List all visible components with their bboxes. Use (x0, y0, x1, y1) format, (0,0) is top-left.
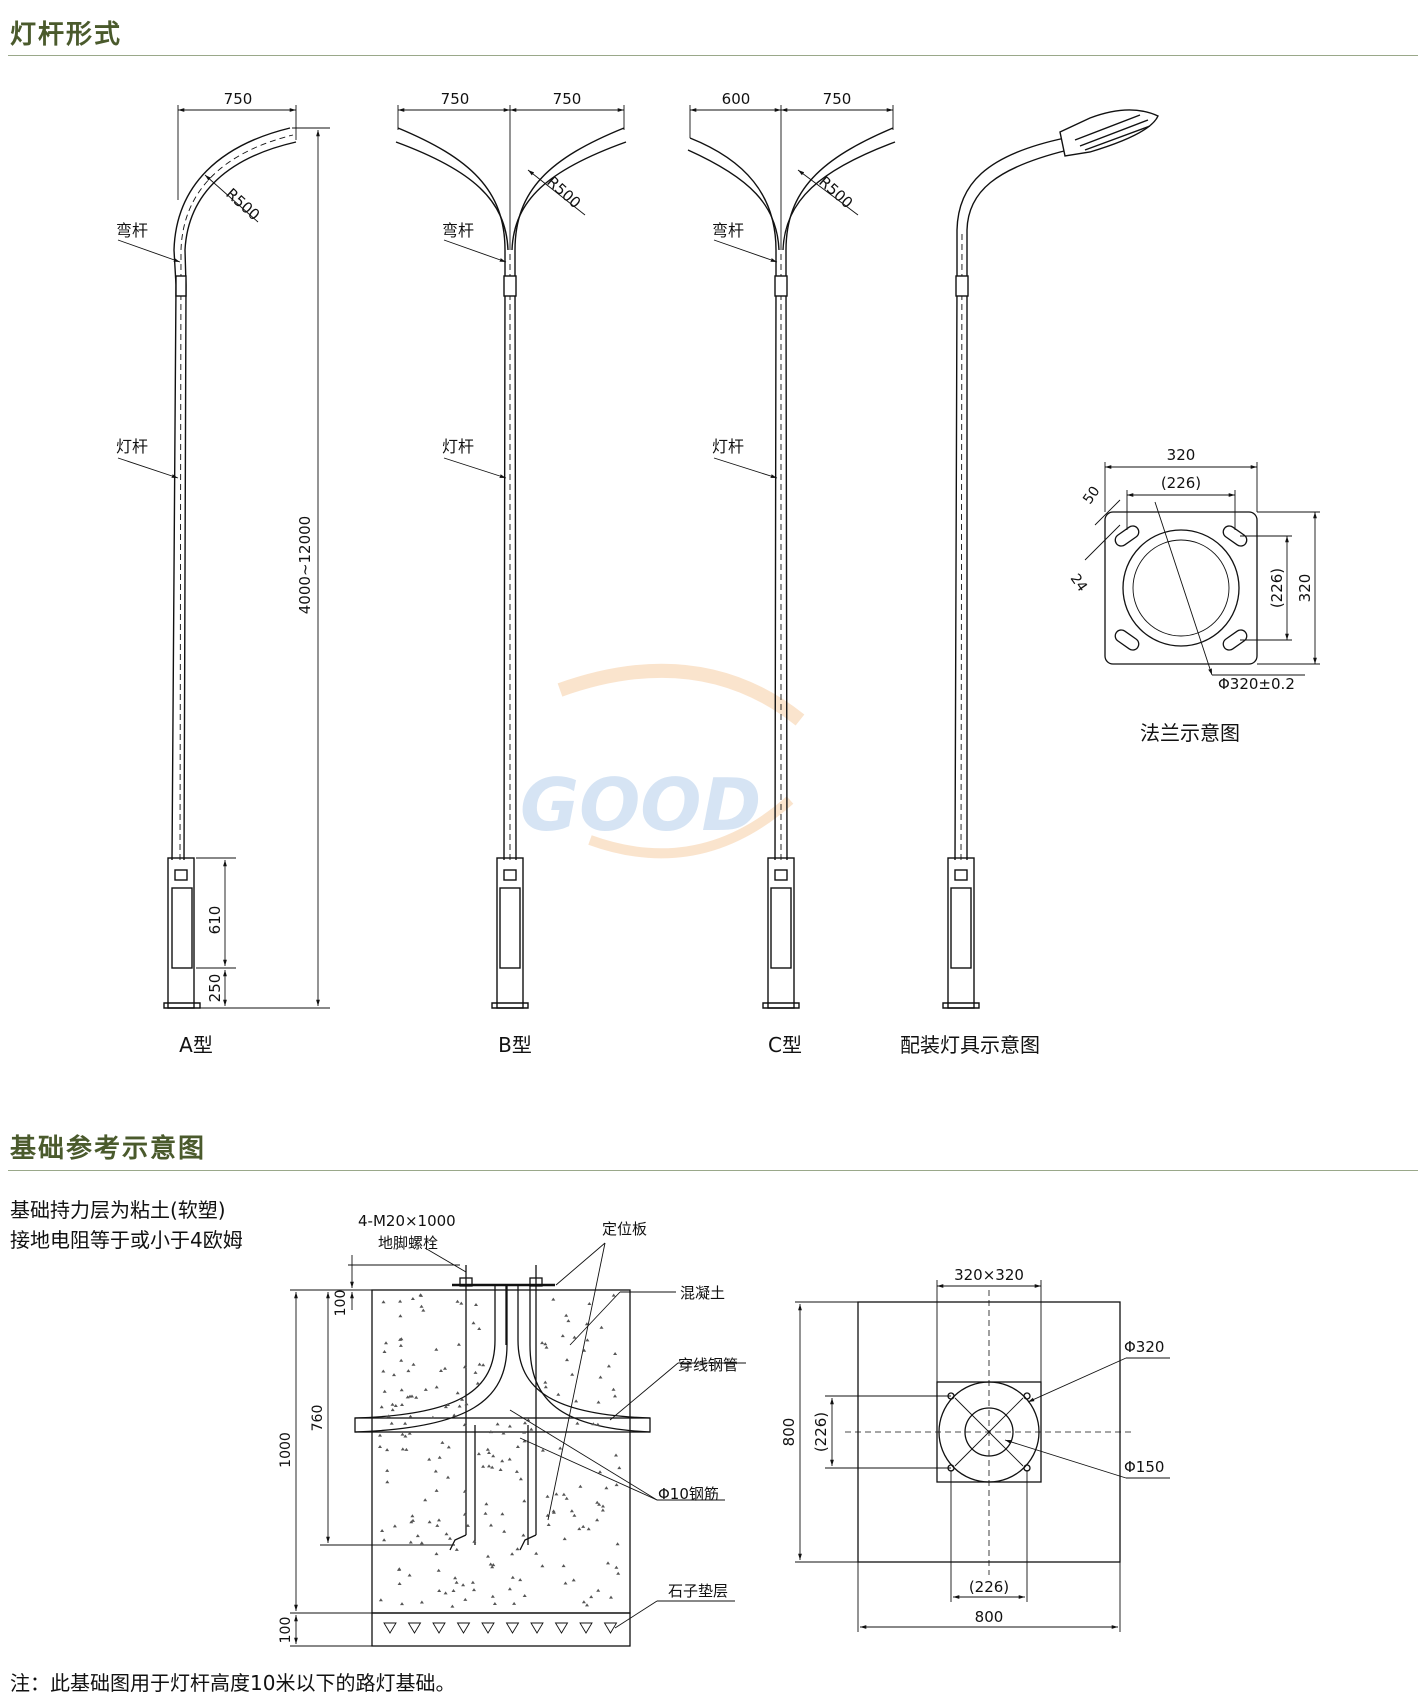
pole-c-arm-left: 600 (722, 90, 751, 108)
plan-view (845, 1290, 1135, 1575)
foundation-gravel-label: 石子垫层 (668, 1582, 728, 1600)
plan-dimensions (795, 1280, 1170, 1632)
foundation-notes: 基础持力层为粘土(软塑) 接地电阻等于或小于4欧姆 (10, 1195, 243, 1255)
pole-c-arm-label: 弯杆 (712, 221, 744, 240)
foundation-rebar-label: Φ10钢筋 (658, 1485, 719, 1503)
pole-a-pole-label: 灯杆 (116, 437, 148, 456)
footnote: 注：此基础图用于灯杆高度10米以下的路灯基础。 (10, 1671, 456, 1695)
flange-inner-width: (226) (1161, 474, 1201, 492)
pole-a-height: 4000~12000 (296, 516, 314, 614)
section-title-pole-types: 灯杆形式 (10, 20, 123, 50)
foundation-dim-760: 760 (310, 1405, 326, 1432)
pole-b-arm-label: 弯杆 (442, 221, 474, 240)
pole-c (687, 127, 896, 1009)
foundation-conduit-label: 穿线钢管 (678, 1356, 738, 1374)
section-title-foundation: 基础参考示意图 (10, 1134, 207, 1164)
foundation-bolts: 4-M20×1000 (358, 1212, 456, 1230)
plan-inner-diameter: Φ150 (1124, 1458, 1164, 1476)
plan-plate-size: 320×320 (954, 1266, 1024, 1284)
note-soil: 基础持力层为粘土(软塑) (10, 1198, 226, 1222)
section-divider (8, 55, 1418, 56)
pole-a (163, 127, 297, 1009)
pole-a-arm-width: 750 (224, 90, 253, 108)
flange-slot-length: 50 (1080, 484, 1103, 508)
gravel-layer (383, 1622, 618, 1634)
pole-b-pole-label: 灯杆 (442, 437, 474, 456)
flange-width: 320 (1167, 446, 1196, 464)
plan-side: 800 (780, 1418, 798, 1447)
note-grounding: 接地电阻等于或小于4欧姆 (10, 1228, 243, 1252)
foundation-dim-100-bottom: 100 (278, 1617, 294, 1644)
fixture-pole (942, 109, 1159, 1009)
plan-bottom-inner: (226) (969, 1578, 1009, 1596)
pole-a-base-height: 250 (206, 974, 224, 1003)
concrete-fill (378, 1293, 622, 1608)
plan-left-inner: (226) (812, 1412, 830, 1452)
pole-c-arm-right: 750 (823, 90, 852, 108)
watermark-logo: GOOD (520, 663, 805, 859)
flange-bore: Φ320±0.2 (1218, 675, 1295, 693)
foundation-dimensions (290, 1242, 746, 1647)
flange-caption: 法兰示意图 (1140, 721, 1240, 745)
foundation-dim-100-top: 100 (333, 1290, 349, 1317)
flange-height: 320 (1296, 574, 1314, 603)
foundation-dim-1000: 1000 (278, 1432, 294, 1468)
pole-c-radius: R500 (815, 173, 856, 213)
section-divider (8, 1170, 1418, 1171)
flange-dimensions (1084, 462, 1320, 676)
pole-b-arm-right: 750 (553, 90, 582, 108)
plan-bottom: 800 (975, 1608, 1004, 1626)
flange-drawing (1104, 511, 1258, 665)
flange-slot-width: 24 (1067, 571, 1090, 595)
plan-outer-diameter: Φ320 (1124, 1338, 1164, 1356)
pole-a-arm-label: 弯杆 (116, 221, 148, 240)
flange-inner-height: (226) (1268, 568, 1286, 608)
pole-c-caption: C型 (768, 1033, 802, 1057)
fixture-caption: 配装灯具示意图 (900, 1033, 1040, 1057)
pole-a-dimensions (117, 105, 330, 1009)
pole-c-pole-label: 灯杆 (712, 437, 744, 456)
pole-b-arm-left: 750 (441, 90, 470, 108)
pole-a-door-height: 610 (206, 906, 224, 935)
foundation-bolts-label: 地脚螺栓 (378, 1234, 438, 1252)
pole-b (395, 127, 627, 1009)
pole-b-dimensions (397, 105, 625, 479)
foundation-concrete-label: 混凝土 (680, 1284, 725, 1302)
pole-a-radius: R500 (222, 185, 263, 225)
pole-c-dimensions (689, 105, 894, 479)
pole-a-caption: A型 (179, 1033, 213, 1057)
svg-text:GOOD: GOOD (520, 763, 761, 847)
pole-b-caption: B型 (498, 1033, 532, 1057)
foundation-plate-label: 定位板 (602, 1220, 647, 1238)
foundation-section (354, 1265, 651, 1647)
pole-b-radius: R500 (543, 173, 584, 213)
